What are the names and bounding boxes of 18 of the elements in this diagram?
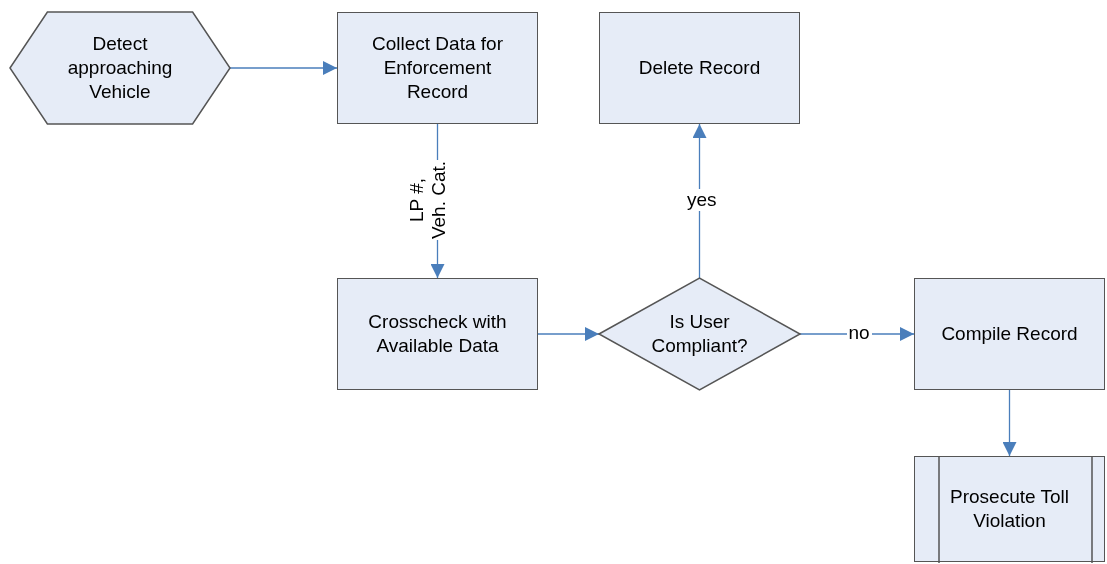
process-box (599, 12, 800, 124)
arrow (1002, 389, 1017, 457)
decision-diamond (599, 278, 800, 390)
node-label: Delete Record (638, 56, 761, 80)
process-box (337, 278, 538, 390)
arrow (229, 61, 338, 75)
node-label: Crosscheck with Available Data (367, 310, 508, 358)
preparation-hexagon (10, 12, 230, 124)
node-label: Prosecute Toll Violation (949, 485, 1070, 533)
predefined-process-box (914, 456, 1105, 562)
edge-label: yes (685, 189, 719, 211)
node-label: Detect approaching Vehicle (66, 32, 174, 104)
node-label: Collect Data for Enforcement Record (371, 32, 504, 104)
arrow (537, 327, 600, 341)
process-box (914, 278, 1105, 390)
node-label: Compile Record (941, 322, 1078, 346)
process-box (337, 12, 538, 124)
node-label: Is User Compliant? (650, 310, 749, 358)
